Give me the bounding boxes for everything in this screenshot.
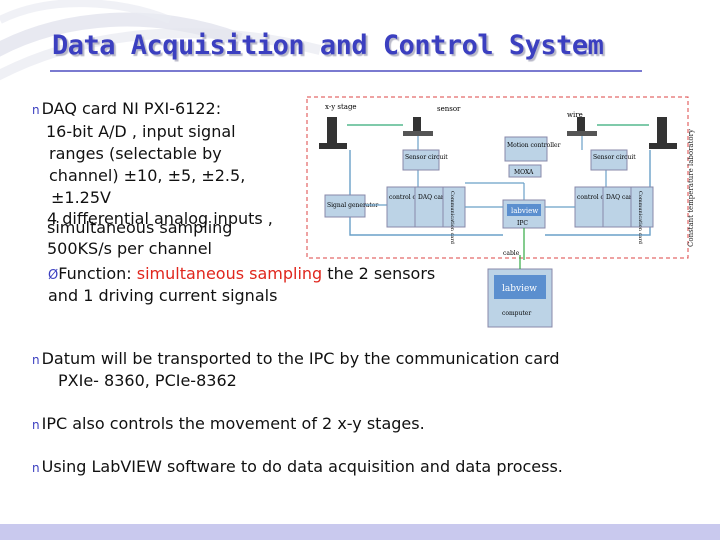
bullet-icon: n [32,461,40,475]
system-diagram: Constant temperature laboratory x-y stag… [306,96,695,260]
signal-generator-box [324,194,366,218]
spec-line-daq: DAQ card NI PXI-6122: [41,99,222,118]
highlight-text: simultaneous sampling [136,264,323,283]
ipc-label: IPC [517,220,528,227]
control-card-left-label: control card [389,194,426,201]
side-label: Constant temperature laboratory [687,129,695,247]
bullet-datum-line2: PXIe- 8360, PCIe-8362 [58,371,237,390]
lab-border [306,96,689,259]
bullet-icon: n [32,418,40,432]
right-sensor-base [567,131,597,136]
right-sensor [577,117,585,131]
spec-line: 4 differential analog inputs , [47,209,273,228]
wire-label: wire [567,111,583,119]
xy-stage-label: x-y stage [325,103,357,111]
background-swirl [0,0,322,81]
footer-bar [0,524,720,540]
spec-line: ±1.25V [51,188,111,207]
daq-card-right [602,186,632,228]
spec-line-overlap: simultaneous sampling [47,218,233,237]
sensor-circuit-left [402,149,440,171]
bullet-icon: n [32,353,40,367]
right-stage-base [649,143,677,149]
daq-card-left-label: DAQ card [418,194,448,201]
arrow-icon: Ø [48,268,59,283]
control-card-right [574,186,604,228]
sensor-circuit-right [590,149,628,171]
ipc-labview-label: labview [511,207,538,215]
daq-card-right-label: DAQ card [606,194,636,201]
computer-label: computer [502,310,531,317]
function-line: ØFunction: simultaneous sampling the 2 s… [48,264,436,283]
cable-label: cable [503,250,520,257]
control-card-left [386,186,416,228]
comm-card-left-label: Communication card [449,191,455,245]
moxa-label: MOXA [514,169,534,176]
left-stage-base [319,143,347,149]
spec-line: ranges (selectable by [49,144,222,163]
function-line-2: and 1 driving current signals [48,286,278,305]
right-stage-post [657,117,667,145]
motion-controller-box [504,136,548,162]
daq-card-left [414,186,444,228]
title-underline [50,70,642,72]
spec-line: channel) ±10, ±5, ±2.5, [49,166,246,185]
sensor-circuit-left-label: Sensor circuit [405,154,448,161]
spec-line: 500KS/s per channel [47,239,212,258]
comm-card-right-label: Communication card [637,191,643,245]
left-sensor-base [403,131,433,136]
left-stage-post [327,117,337,145]
left-sensor [413,117,421,131]
computer-screen [494,275,546,299]
moxa-box [508,164,542,178]
computer-labview-label: labview [502,284,537,294]
bullet-icon: n [32,103,40,117]
computer-diagram: labview computer [487,255,553,328]
motion-controller-label: Motion controller [507,142,561,149]
spec-line: 16-bit A/D , input signal [46,122,236,141]
ipc-labview-screen [507,204,541,216]
page-title: Data Acquisition and Control System [52,30,604,61]
sensor-label: sensor [437,105,461,113]
comm-card-right [630,186,654,228]
sensor-circuit-right-label: Sensor circuit [593,154,636,161]
control-card-right-label: control card [577,194,614,201]
signal-generator-label: Signal generator [327,202,378,209]
